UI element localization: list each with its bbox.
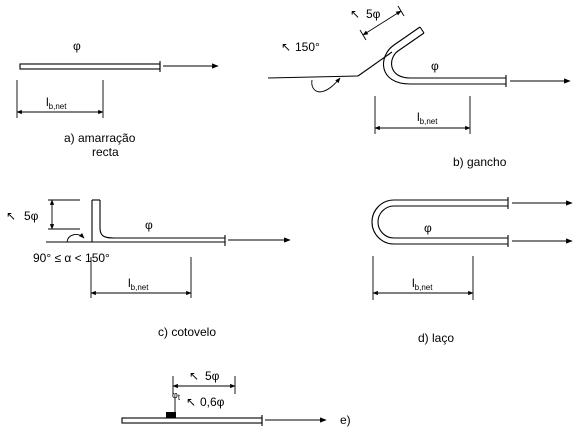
panel-d-loop: φ lb,net d) laço xyxy=(371,197,573,345)
dim-line-5phi-b xyxy=(362,10,402,36)
angle-range-label: 90° ≤ α < 150° xyxy=(33,251,110,265)
caption-b: b) gancho xyxy=(453,155,507,169)
hook-angle-line xyxy=(357,51,393,77)
caption-c: c) cotovelo xyxy=(158,325,216,339)
hook-bar-tip xyxy=(419,26,425,34)
diameter-label-c: φ xyxy=(145,218,153,232)
angle-150-label: 150° xyxy=(295,40,320,54)
loop-bar-inner xyxy=(377,205,508,239)
diameter-label-d: φ xyxy=(424,221,432,235)
bar-e xyxy=(121,417,263,424)
angle-arc-150 xyxy=(311,77,341,93)
hook-bar-outer xyxy=(383,26,506,85)
dim-5phi-arrowhead-c: ↖ xyxy=(6,209,16,223)
caption-a-line2: recta xyxy=(92,145,119,159)
loop-bar-outer xyxy=(371,199,508,245)
dim-06phi-label: 0,6φ xyxy=(200,395,225,409)
panel-c-bend: φ ↖ 5φ 90° ≤ α < 150° lb,net c) cotovelo xyxy=(6,199,291,339)
angle-arc-alpha xyxy=(66,233,85,243)
dim-5phi-label-c: 5φ xyxy=(24,209,39,223)
panel-b-hook: φ ↖ 150° ↖ 5φ lb,net b) gancho xyxy=(267,5,571,169)
dim-5phi-label-e: 5φ xyxy=(205,369,220,383)
anchorage-length-label-c: lb,net xyxy=(128,276,149,292)
anchorage-length-label-b: lb,net xyxy=(417,110,438,126)
caption-e: e) xyxy=(340,413,351,427)
angle-150-arrowhead: ↖ xyxy=(281,40,291,54)
diameter-label-b: φ xyxy=(431,59,439,73)
anchorage-length-label-d: lb,net xyxy=(412,276,433,292)
bend-bar-outer xyxy=(91,200,225,243)
dim-06phi-arrowhead: ↖ xyxy=(186,395,196,409)
bend-bar-inner xyxy=(99,200,225,239)
diameter-label-a: φ xyxy=(73,39,81,53)
panel-a-straight-anchorage: φ lb,net a) amarração recta xyxy=(16,39,219,159)
panel-e-transverse-bar: e) ↖ 5φ φt ↖ 0,6φ xyxy=(121,369,351,427)
dim-5phi-label-b: 5φ xyxy=(366,7,381,21)
caption-a-line1: a) amarração xyxy=(64,131,136,145)
anchorage-length-label-a: lb,net xyxy=(46,95,67,111)
caption-d: d) laço xyxy=(418,331,454,345)
transverse-bar xyxy=(166,412,176,418)
dim-5phi-arrowhead-b: ↖ xyxy=(350,7,360,21)
dim-5phi-arrowhead-e: ↖ xyxy=(189,369,199,383)
hook-tangent-line xyxy=(267,75,359,79)
transverse-bar-diameter-label: φt xyxy=(172,390,181,402)
hook-bar-inner xyxy=(391,32,506,79)
bar-a xyxy=(19,63,161,70)
